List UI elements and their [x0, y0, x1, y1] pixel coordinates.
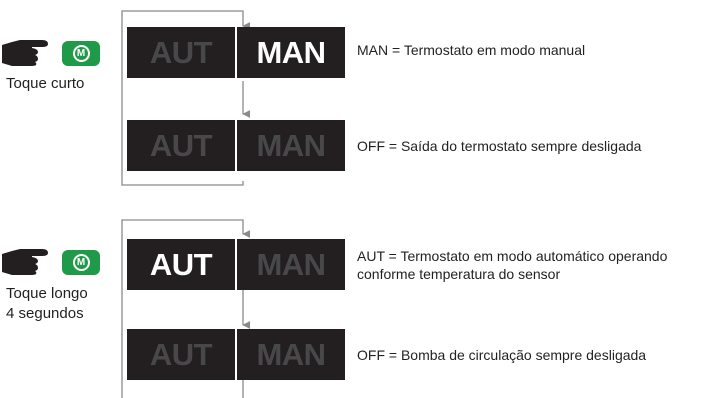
off-state-description: OFF = Saída do termostato sempre desliga…: [357, 138, 642, 154]
aut-segment: AUT: [149, 127, 213, 163]
long-touch-label-line2: 4 segundos: [6, 305, 84, 322]
display-off-state: AUT MAN: [127, 120, 345, 171]
aut-segment: AUT: [149, 246, 213, 282]
display-auto-mode: AUT MAN: [127, 239, 345, 290]
long-touch-label-line1: Toque longo: [6, 285, 88, 302]
pointing-hand-icon: [2, 249, 48, 275]
aut-segment: AUT: [149, 336, 213, 372]
auto-mode-description: AUT = Termostato em modo automático oper…: [357, 247, 667, 283]
pointing-hand-icon: [2, 40, 48, 66]
manual-mode-description: MAN = Termostato em modo manual: [357, 42, 586, 58]
man-segment: MAN: [235, 120, 345, 171]
long-touch-label: Toque longo 4 segundos: [6, 284, 88, 324]
display-pump-off-state: AUT MAN: [127, 329, 345, 380]
man-segment: MAN: [235, 27, 345, 78]
mode-button-icon: M: [62, 250, 100, 275]
aut-segment: AUT: [149, 34, 213, 70]
loop-line: [121, 10, 251, 186]
display-manual-mode: AUT MAN: [127, 27, 345, 78]
mode-button-icon: M: [62, 41, 100, 66]
auto-mode-description-line1: AUT = Termostato em modo automático oper…: [357, 248, 668, 264]
man-segment: MAN: [235, 239, 345, 290]
loop-line: [121, 219, 251, 398]
man-segment: MAN: [235, 329, 345, 380]
short-touch-label: Toque curto: [6, 75, 85, 92]
auto-mode-description-line2: conforme temperatura do sensor: [357, 266, 561, 282]
pump-off-description: OFF = Bomba de circulação sempre desliga…: [357, 347, 647, 363]
